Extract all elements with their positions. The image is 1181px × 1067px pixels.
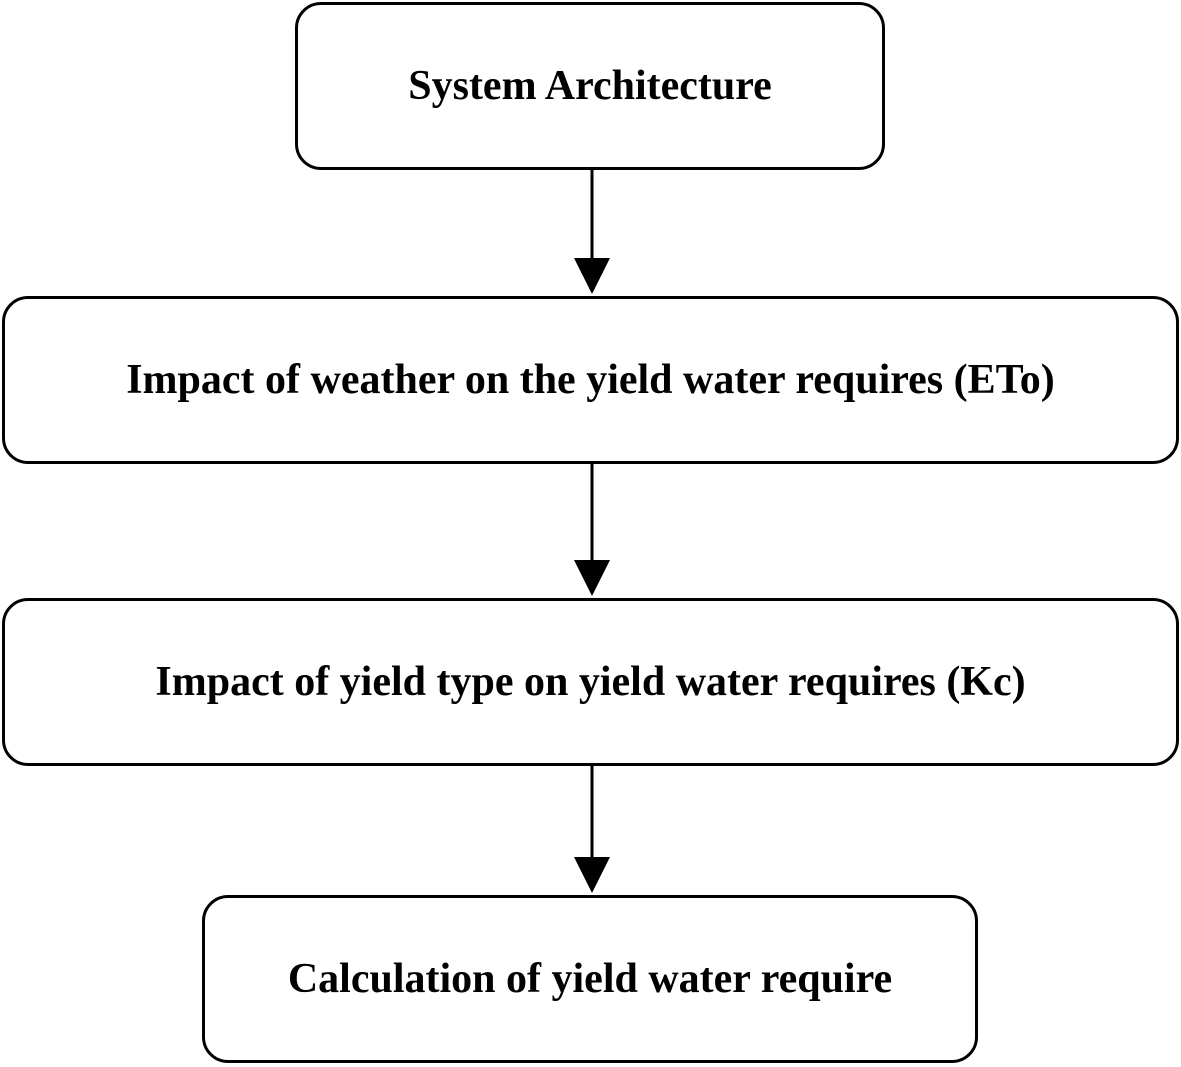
- arrow-3: [574, 766, 610, 893]
- node-label: System Architecture: [408, 63, 772, 109]
- node-label: Impact of yield type on yield water requ…: [155, 659, 1026, 705]
- node-system-architecture: System Architecture: [295, 2, 885, 170]
- node-label: Calculation of yield water require: [287, 956, 893, 1002]
- node-weather-impact: Impact of weather on the yield water req…: [2, 296, 1179, 464]
- node-label: Impact of weather on the yield water req…: [126, 357, 1055, 403]
- node-yield-type-impact: Impact of yield type on yield water requ…: [2, 598, 1179, 766]
- node-calculation: Calculation of yield water require: [202, 895, 978, 1063]
- arrow-2: [574, 464, 610, 596]
- arrow-1: [574, 170, 610, 294]
